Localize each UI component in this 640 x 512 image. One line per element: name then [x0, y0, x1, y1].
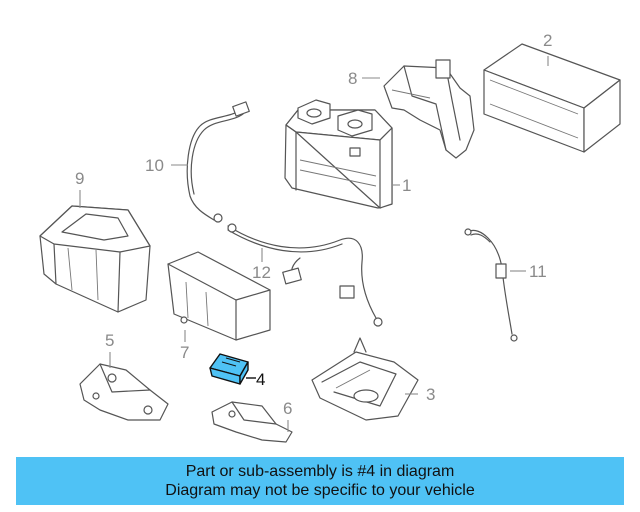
- housing-part-9[interactable]: [39, 205, 151, 313]
- callout-5: 5: [105, 331, 114, 350]
- callout-2: 2: [543, 31, 552, 50]
- callout-11: 11: [529, 262, 547, 281]
- ground-strap-part-11[interactable]: [464, 228, 518, 342]
- callout-3: 3: [426, 385, 435, 404]
- callout-12: 12: [252, 263, 271, 282]
- banner-disclaimer-line: Diagram may not be specific to your vehi…: [165, 482, 475, 499]
- banner-part-line: Part or sub-assembly is #4 in diagram: [185, 463, 455, 480]
- cable-part-10[interactable]: [186, 101, 250, 223]
- small-bracket-part-6[interactable]: [211, 401, 293, 443]
- parts-diagram: 1 2 3 4 5 6 7 8 9 10 11 12: [39, 31, 621, 443]
- fuse-block-part-4[interactable]: [209, 353, 249, 385]
- callout-8: 8: [348, 69, 357, 88]
- callout-4: 4: [256, 370, 265, 389]
- callout-1: 1: [402, 176, 411, 195]
- bracket-part-8[interactable]: [383, 59, 475, 159]
- info-banner: Part or sub-assembly is #4 in diagram Di…: [16, 457, 624, 505]
- battery-tray-part-3[interactable]: [311, 337, 419, 421]
- wiring-harness-part-12[interactable]: [227, 223, 383, 327]
- callout-9: 9: [75, 169, 84, 188]
- callout-6: 6: [283, 399, 292, 418]
- callout-7: 7: [180, 343, 189, 362]
- callout-10: 10: [145, 156, 164, 175]
- battery-part-1[interactable]: [284, 99, 393, 209]
- battery-box-part-2[interactable]: [483, 43, 621, 153]
- support-bracket-part-5[interactable]: [79, 363, 169, 421]
- insulation-part-7[interactable]: [167, 251, 271, 341]
- callout-leaders: [79, 56, 549, 432]
